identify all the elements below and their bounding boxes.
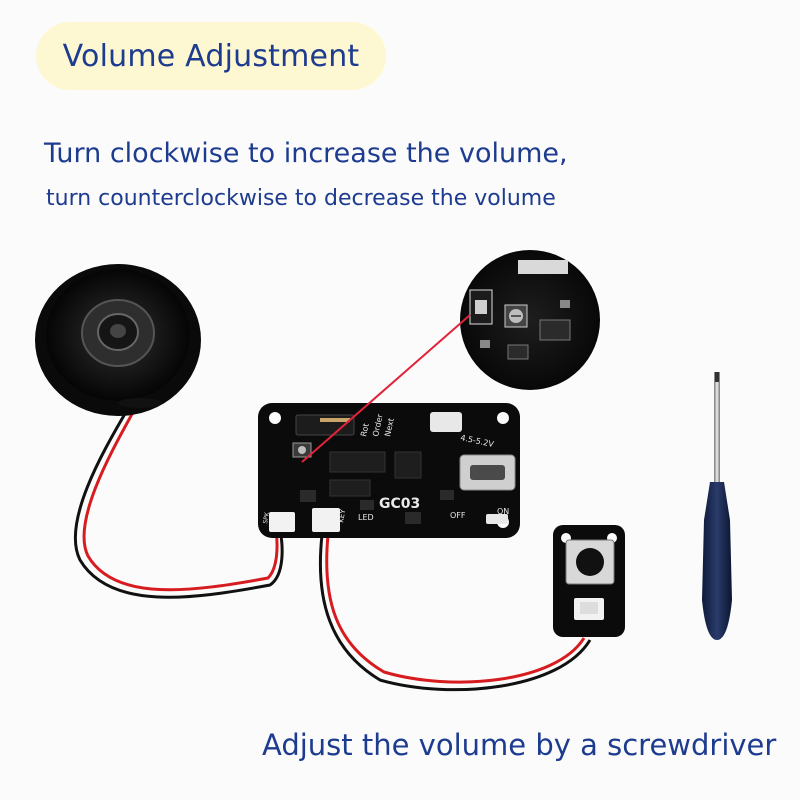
label-rot: Rot: [359, 423, 371, 438]
label-next: Next: [383, 417, 396, 437]
title-pill: Volume Adjustment: [36, 22, 386, 90]
caption: Adjust the volume by a screwdriver: [262, 728, 777, 762]
speaker-wires: [73, 404, 284, 599]
board-model-label: GC03: [379, 496, 420, 512]
page-title: Volume Adjustment: [62, 38, 360, 74]
zoom-pointer-line: [301, 314, 471, 463]
button-module: [553, 525, 625, 637]
instruction-line-1: Turn clockwise to increase the volume,: [44, 138, 568, 169]
label-on: ON: [497, 507, 509, 516]
label-spk: SPK: [262, 511, 271, 524]
instruction-line-2: turn counterclockwise to decrease the vo…: [46, 186, 556, 211]
gc03-board: GC03 Rot Order Next 4.5-5.2V KEY LED OFF…: [258, 403, 520, 538]
label-off: OFF: [450, 511, 466, 520]
button-wires: [318, 534, 592, 692]
speaker: [35, 264, 201, 416]
label-led: LED: [358, 513, 374, 522]
label-key: KEY: [337, 508, 347, 523]
screwdriver: [702, 372, 732, 640]
zoom-detail: [460, 250, 600, 390]
